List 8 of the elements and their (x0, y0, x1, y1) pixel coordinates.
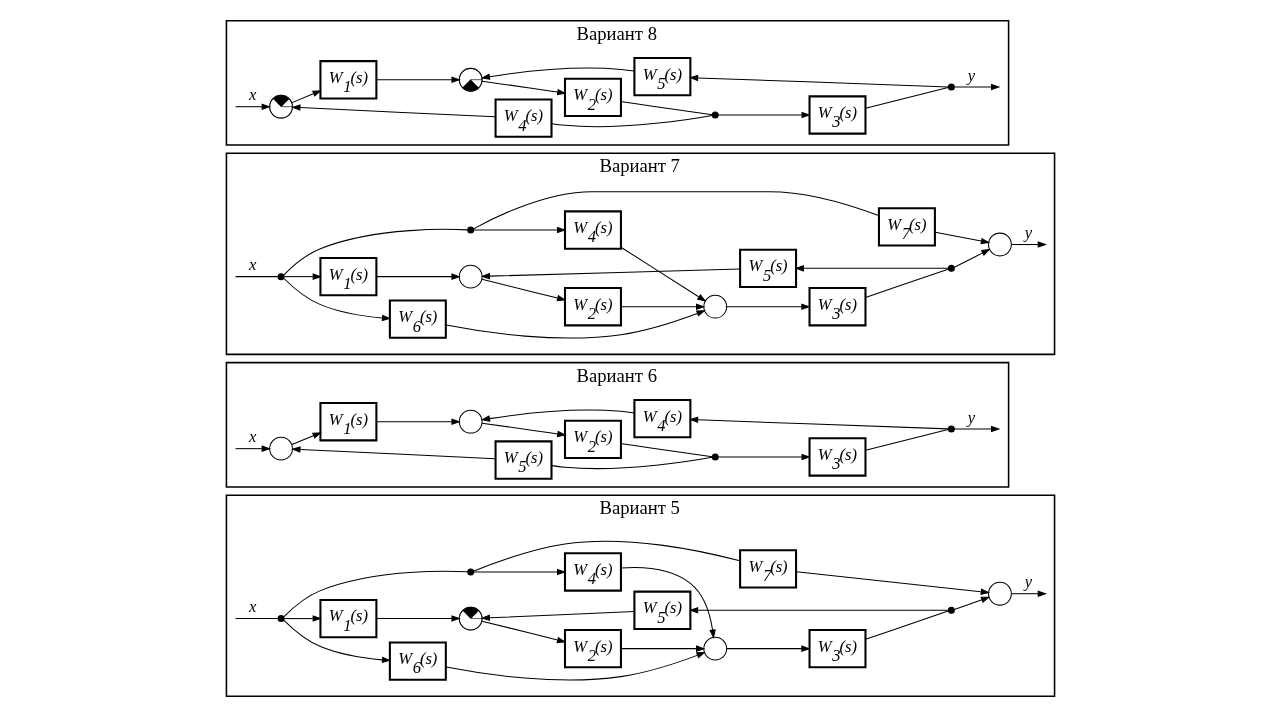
edge-label: y (967, 65, 976, 85)
edge-label: y (1024, 572, 1033, 592)
edge-label: x (248, 427, 257, 447)
edge-label: x (248, 85, 257, 105)
edge-label: y (1024, 223, 1033, 243)
edge-label: x (248, 597, 257, 617)
edge-label: y (967, 407, 976, 427)
edge-label: x (248, 255, 257, 275)
